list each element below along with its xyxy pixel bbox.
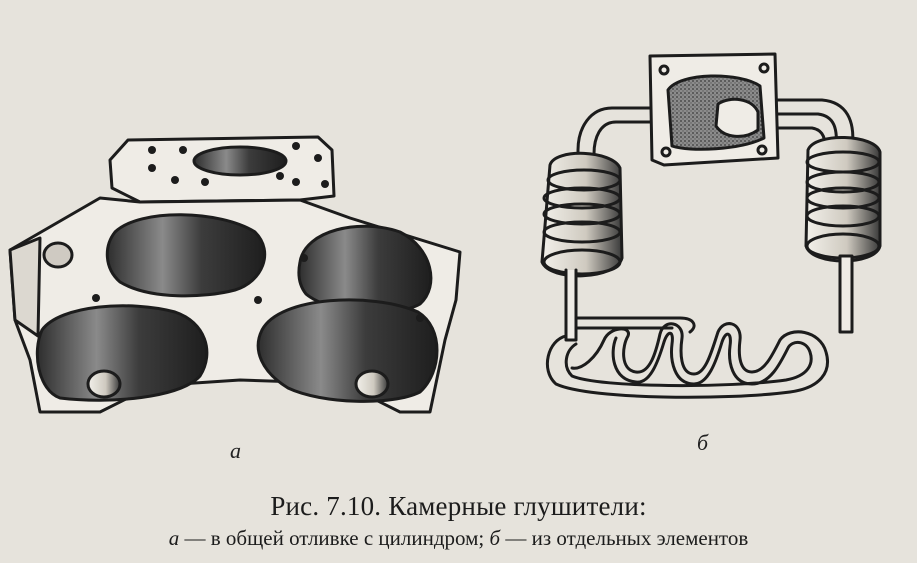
left-outlet-pipe	[564, 268, 578, 342]
legend-text-b: — из отдельных элементов	[500, 526, 749, 550]
legend-letter-b: б	[489, 526, 501, 550]
upper-left-cavity	[105, 213, 267, 298]
flange-bolt-holes	[148, 142, 329, 188]
right-outlet-pipe	[838, 254, 854, 334]
lower-right-cavity	[256, 298, 439, 403]
panel-a-cast-muffler	[8, 135, 462, 414]
figure-drawing	[8, 52, 882, 414]
left-side-face	[8, 236, 42, 338]
left-bottom-bore	[86, 369, 122, 399]
panel-a-label: а	[230, 438, 241, 463]
left-chamber	[540, 151, 624, 278]
body-bolt-holes	[92, 254, 424, 322]
legend-letter-a: а	[168, 526, 180, 550]
left-pipe-outer	[576, 106, 657, 177]
tube-connector	[574, 316, 696, 334]
panel-b-element-muffler	[540, 52, 882, 399]
right-chamber	[804, 136, 882, 263]
flange-port	[192, 145, 288, 177]
serpentine-tube-outer	[545, 322, 829, 399]
upper-right-cavity	[297, 224, 433, 314]
right-bottom-bore	[354, 369, 390, 399]
legend-text-a: — в общей отливке с цилиндром;	[179, 526, 490, 550]
flange-port	[714, 97, 760, 138]
figure-caption-title: Рис. 7.10. Камерные глушители:	[270, 491, 647, 521]
flange-plate-bolts	[658, 62, 770, 158]
left-side-hole	[42, 241, 74, 269]
panel-b-label: б	[697, 430, 709, 455]
figure-caption-legend: а — в общей отливке с цилиндром; б — из …	[0, 526, 917, 551]
serpentine-tube-inner	[564, 331, 813, 388]
lower-left-cavity	[35, 304, 209, 402]
